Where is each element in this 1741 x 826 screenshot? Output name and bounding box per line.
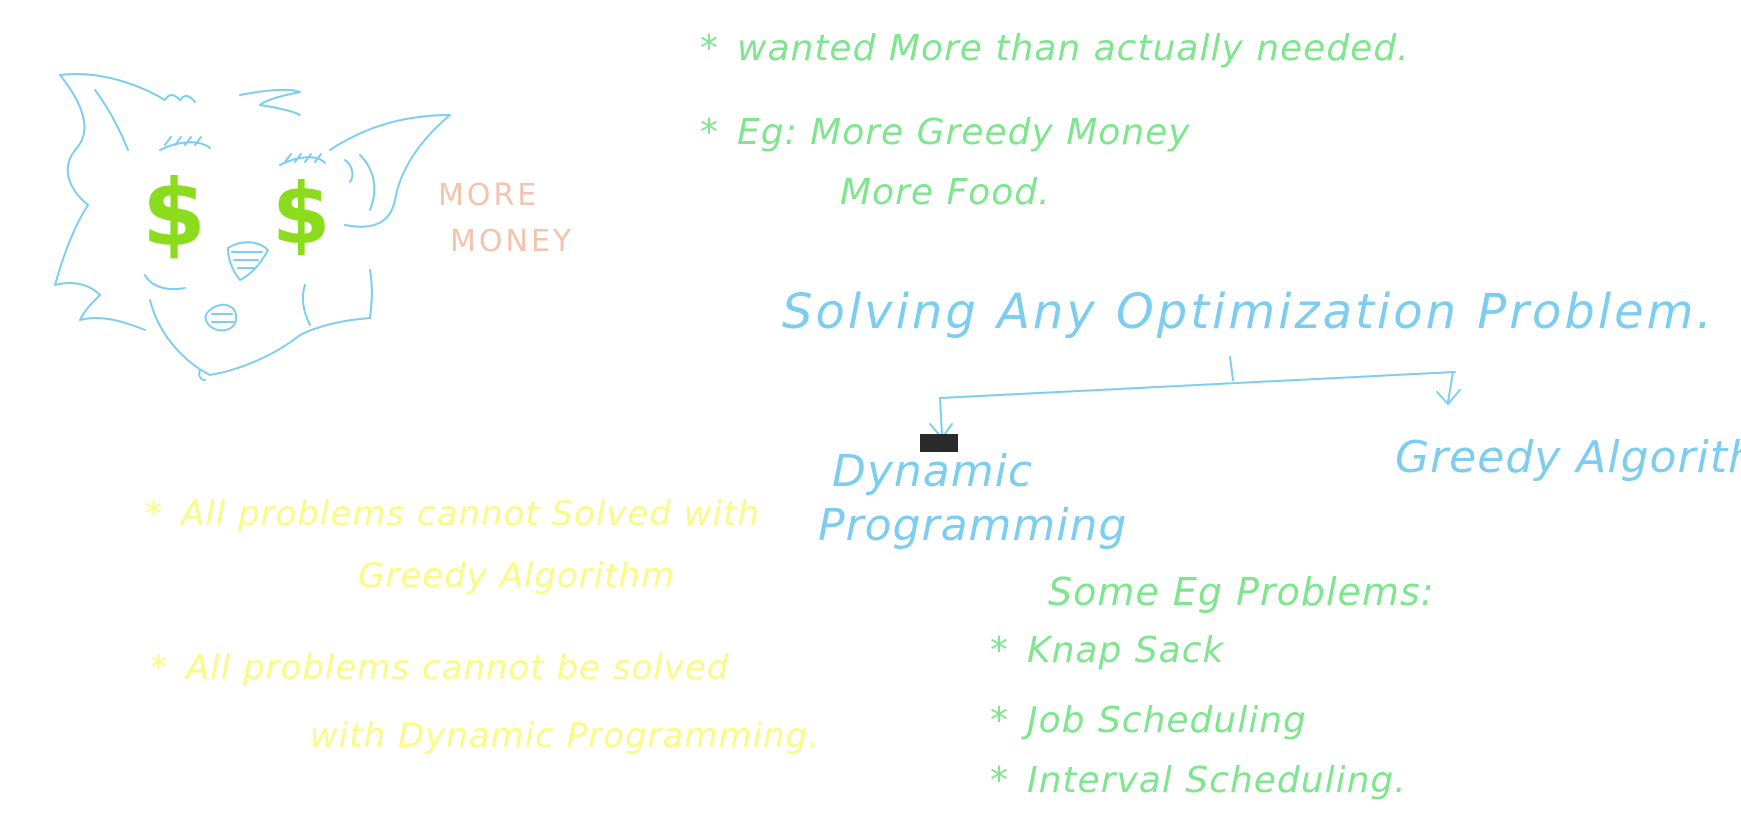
note2-line2: with Dynamic Programming.: [310, 716, 820, 756]
optimization-title: Solving Any Optimization Problem.: [782, 284, 1715, 340]
example-item-2: * Job Scheduling: [990, 700, 1307, 741]
note2-text1: All problems cannot be solved: [186, 648, 730, 688]
example-item-1: * Knap Sack: [990, 630, 1224, 671]
greedy-algorithm-label: Greedy Algorithm.: [1395, 432, 1741, 483]
bullet-star-icon: *: [700, 112, 719, 153]
bullet-star-icon: *: [990, 760, 1009, 801]
greedy-meaning-text2: Eg: More Greedy Money: [737, 112, 1191, 153]
more-money-caption-line1: MORE: [438, 178, 540, 213]
example-item-text: Interval Scheduling.: [1027, 760, 1407, 801]
example-item-3: * Interval Scheduling.: [990, 760, 1407, 801]
dynamic-programming-label-line2: Programming: [818, 500, 1128, 551]
greedy-cat-drawing: [54, 73, 451, 381]
bullet-star-icon: *: [700, 28, 719, 69]
greedy-meaning-text1: wanted More than actually needed.: [737, 28, 1410, 69]
bullet-star-icon: *: [990, 630, 1009, 671]
greedy-meaning-line2: * Eg: More Greedy Money: [700, 112, 1191, 153]
bullet-star-icon: *: [145, 494, 163, 534]
note1-text1: All problems cannot Solved with: [181, 494, 760, 534]
bullet-star-icon: *: [150, 648, 168, 688]
example-item-text: Knap Sack: [1027, 630, 1225, 671]
greedy-meaning-line3: More Food.: [840, 172, 1051, 213]
example-item-text: Job Scheduling: [1027, 700, 1307, 741]
redaction-block: [920, 434, 958, 452]
dollar-eye-right-icon: $: [272, 165, 331, 263]
note2-line1: * All problems cannot be solved: [150, 648, 729, 688]
dynamic-programming-label-line1: Dynamic: [832, 446, 1034, 497]
note1-line2: Greedy Algorithm: [358, 556, 676, 596]
more-money-caption-line2: MONEY: [450, 224, 575, 259]
examples-heading: Some Eg Problems:: [1048, 570, 1435, 614]
dollar-eye-left-icon: $: [142, 160, 207, 267]
note1-line1: * All problems cannot Solved with: [145, 494, 760, 534]
bullet-star-icon: *: [990, 700, 1009, 741]
greedy-meaning-line1: * wanted More than actually needed.: [700, 28, 1410, 69]
